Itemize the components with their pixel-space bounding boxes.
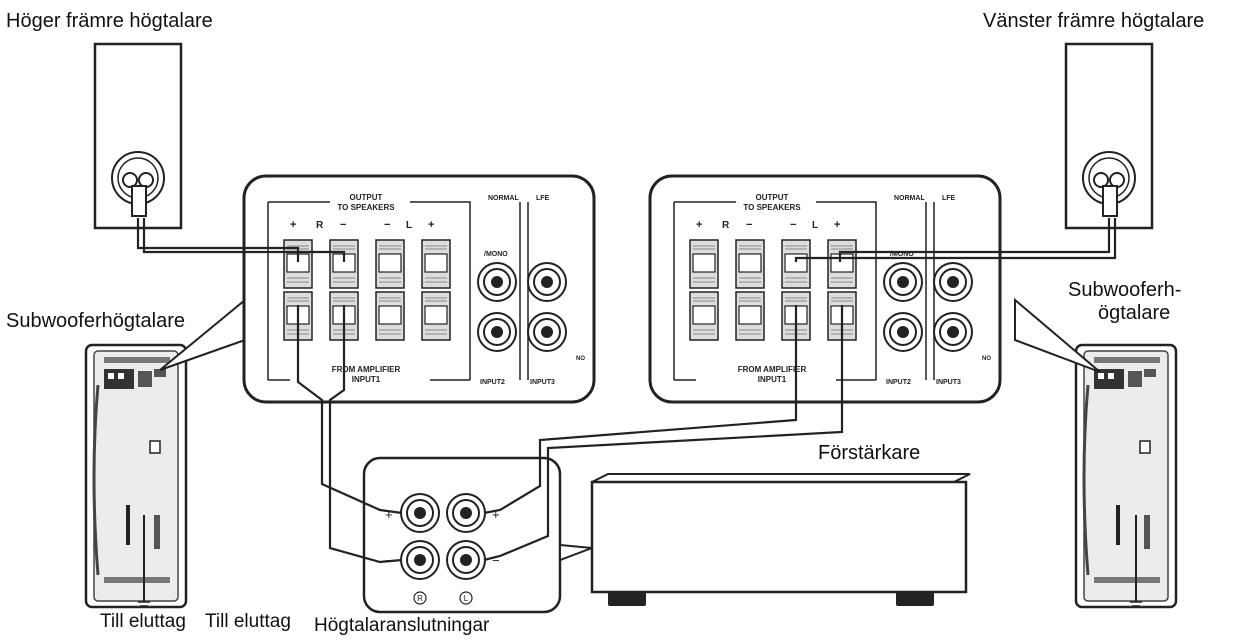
term-plus-left: + [385,507,393,522]
right-plus-l: + [834,219,840,231]
left-lfe-label: LFE [536,195,550,202]
right-output-label-1: OUTPUT [756,193,789,202]
right-front-speaker [93,42,183,230]
left-minus-r: − [340,219,346,231]
left-output-label-1: OUTPUT [350,193,383,202]
subwoofer-panel-right [648,174,1002,404]
left-front-speaker-label: Vänster främre högtalare [983,10,1205,32]
right-plus-r: + [696,219,702,231]
right-mono-label: /MONO [890,251,914,258]
right-normal-label: NORMAL [894,195,925,202]
subwoofer-panel-left [242,174,596,404]
amplifier [590,473,971,606]
left-from-amp-label: FROM AMPLIFIER [332,365,401,374]
left-normal-label: NORMAL [488,195,519,202]
amplifier-terminals [362,456,593,614]
left-mono-label: /MONO [484,251,508,258]
left-input3-label: INPUT3 [530,379,555,386]
right-input3-label: INPUT3 [936,379,961,386]
right-l-top: L [812,220,818,231]
left-l-top: L [406,220,412,231]
right-output-label-2: TO SPEAKERS [743,203,801,212]
subwoofer-left-label: Subwooferhögtalare [6,310,186,332]
speaker-terminals-label: Högtalaranslutningar [314,615,490,636]
subwoofer-right-label-line2: ögtalare [1098,302,1171,324]
outlet-label-2: Till eluttag [205,611,291,632]
term-l-label: L [464,594,469,603]
left-no-label: NO [576,356,585,362]
outlet-label-1: Till eluttag [100,611,186,632]
right-front-speaker-label: Höger främre högtalare [6,10,213,32]
term-minus-right: − [492,553,500,568]
right-no-label: NO [982,356,991,362]
left-front-speaker [1064,42,1154,230]
left-minus-l: − [384,219,390,231]
subwoofer-right-label-line1: Subwooferh- [1068,279,1182,301]
right-minus-l: − [790,219,796,231]
right-from-amp-label: FROM AMPLIFIER [738,365,807,374]
left-input2-label: INPUT2 [480,379,505,386]
left-plus-l: + [428,219,434,231]
right-input1-label: INPUT1 [758,375,787,384]
right-input2-label: INPUT2 [886,379,911,386]
left-output-label-2: TO SPEAKERS [337,203,395,212]
right-lfe-label: LFE [942,195,956,202]
left-plus-r: + [290,219,296,231]
term-plus-right: + [492,507,500,522]
speaker-cables [136,218,1117,564]
right-minus-r: − [746,219,752,231]
left-input1-label: INPUT1 [352,375,381,384]
subwoofer-right [1074,343,1178,609]
subwoofer-left [84,343,188,609]
amplifier-label: Förstärkare [818,442,921,464]
right-r-top: R [722,220,730,231]
term-r-label: R [417,594,423,603]
left-r-top: R [316,220,324,231]
